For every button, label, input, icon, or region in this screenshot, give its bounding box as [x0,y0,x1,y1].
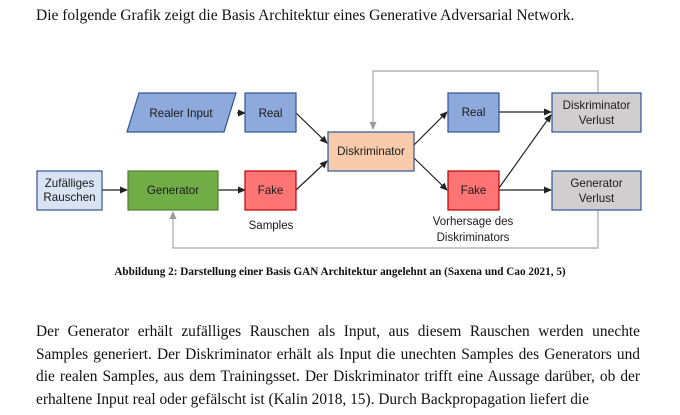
feedback-line-generator [169,210,599,249]
feedback-line-discriminator [369,70,599,130]
arrow-fake-discriminator [295,160,328,191]
body-paragraph: Der Generator erhält zufälliges Rauschen… [36,321,640,411]
arrow-discriminator-real [413,111,448,146]
random-noise-label-2: Rauschen [43,191,95,204]
discriminator-loss-node [551,92,642,133]
fake-samples-node [244,170,297,211]
prediction-fake-label: Fake [461,184,487,197]
generator-loss-label-2: Verlust [579,192,615,205]
prediction-real-node [447,92,500,133]
arrow-discriminator-fake [413,157,448,191]
generator-label: Generator [147,184,199,197]
real-input-node [126,92,237,133]
fake-samples-label: Fake [258,184,284,197]
samples-caption: Samples [249,220,294,232]
prediction-caption-1: Vorhersage des [433,216,514,228]
real-input-label: Realer Input [149,107,213,120]
generator-loss-label-1: Generator [570,177,622,190]
generator-loss-node [551,170,642,211]
random-noise-label-1: Zufälliges [45,177,95,190]
random-noise-node [36,170,103,211]
gan-architecture-diagram: Realer Input Real Zufälliges Rauschen Ge… [36,70,642,249]
arrow-fake-discloss [498,114,552,189]
prediction-fake-node [447,170,500,211]
body-paragraph-text: Der Generator erhält zufälliges Rauschen… [36,323,640,408]
real-samples-label: Real [259,107,283,120]
discriminator-loss-label-1: Diskriminator [563,99,631,112]
figure-caption: Abbildung 2: Darstellung einer Basis GAN… [114,266,566,278]
arrow-real-discriminator [295,112,328,144]
prediction-real-label: Real [462,106,486,119]
generator-node [127,170,219,211]
discriminator-node [327,131,415,172]
discriminator-label: Diskriminator [337,145,405,158]
real-samples-node [244,92,297,133]
intro-text: Die folgende Grafik zeigt die Basis Arch… [36,7,575,24]
discriminator-loss-label-2: Verlust [579,114,615,127]
prediction-caption-2: Diskriminators [437,232,510,244]
